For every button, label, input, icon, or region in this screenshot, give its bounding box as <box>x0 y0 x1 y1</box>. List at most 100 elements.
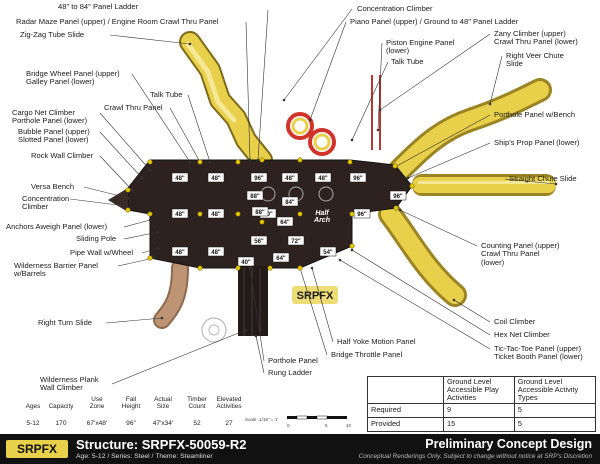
deck-tag-box <box>251 206 269 217</box>
leader-dot-porthole-bottom <box>248 266 252 270</box>
post <box>235 211 241 217</box>
stat-head: Ages <box>25 403 41 410</box>
leader-porthole-bench <box>394 114 491 168</box>
deck-tag-h15: 48" <box>207 208 225 219</box>
leader-radar-maze <box>245 21 251 161</box>
callout-wilderness-barrier: Wilderness Barrier Panel w/Barrels <box>14 261 98 279</box>
leader-talk-tube-left <box>187 94 211 163</box>
deck-tag-h8: 96" <box>349 172 367 183</box>
design-title: Preliminary Concept Design <box>425 437 592 451</box>
leader-dot-concentration-top <box>282 98 286 102</box>
callout-zigzag-slide: Zig-Zag Tube Slide <box>20 30 85 39</box>
cell-value: 5 <box>513 403 597 418</box>
post <box>259 219 265 225</box>
post <box>349 243 355 249</box>
leader-dot-cargo-net <box>148 168 152 172</box>
deck-tag-box <box>171 172 189 183</box>
cell-value: 9 <box>443 403 515 418</box>
callout-bridge-wheel: Bridge Wheel Panel (upper) Galley Panel … <box>26 69 120 87</box>
callout-pipe-wall: Pipe Wall w/Wheel <box>70 248 134 257</box>
deck-tag-h6: 48" <box>281 172 299 183</box>
leader-rung-ladder <box>255 335 265 374</box>
leader-ships-prop <box>407 142 491 179</box>
deck-height-tags: 48"48"48"48"96"48"48"96"88"84"80"88"96"9… <box>171 172 407 267</box>
leader-dot-ships-prop <box>406 176 410 180</box>
deck-tag-h3: 48" <box>171 246 189 257</box>
deck-tag-h16: 48" <box>207 172 225 183</box>
callout-porthole-bottom: Porthole Panel <box>268 356 318 365</box>
deck-tag-box <box>272 252 290 263</box>
post <box>393 205 399 211</box>
deck-tag-text: 96" <box>254 176 264 182</box>
callout-cargo-net: Cargo Net Climber Porthole Panel (lower) <box>12 108 88 126</box>
deck-tag-h12: 88" <box>251 206 269 217</box>
stat-value: 27 <box>225 420 233 427</box>
leader-right-turn-slide <box>105 317 163 324</box>
callout-rock-wall: Rock Wall Climber <box>31 151 94 160</box>
leader-concentration-top <box>283 8 353 101</box>
callout-concentration-left: Concentration Climber <box>22 194 70 212</box>
leader-piston-engine <box>377 42 383 131</box>
leader-dot-sliding-pole <box>156 230 160 234</box>
deck-tag-text: 48" <box>211 176 221 182</box>
right-turn-slide-shape <box>153 259 189 329</box>
callout-right-turn-slide: Right Turn Slide <box>38 318 93 327</box>
deck-tag-text: 88" <box>250 194 260 200</box>
callout-right-veer: Right Veer Chute Slide <box>506 51 564 69</box>
col-play-activities: Ground Level Accessible Play Activities <box>443 376 515 404</box>
deck-tag-h18: 56" <box>250 235 268 246</box>
leader-dot-piston-engine <box>376 128 380 132</box>
logo-text: SRPFX <box>17 442 57 456</box>
leader-cargo-net <box>99 112 151 171</box>
callout-coil-climber: Coil Climber <box>494 317 536 326</box>
leader-zigzag-slide <box>109 34 191 45</box>
deck-tag-box <box>314 172 332 183</box>
accessibility-table: Ground Level Accessible Play Activities … <box>367 376 597 432</box>
leader-dot-straight-chute <box>554 182 558 186</box>
leader-piano-panel <box>309 21 347 121</box>
post <box>267 265 273 271</box>
deck-tag-text: 48" <box>318 176 328 182</box>
callout-rung-ladder: Rung Ladder <box>268 368 312 377</box>
post <box>125 207 131 213</box>
leader-dot-concentration-left <box>124 204 128 208</box>
deck-tag-box <box>207 172 225 183</box>
deck-tag-text: 56" <box>254 239 264 245</box>
deck-tag-box <box>207 208 225 219</box>
post <box>147 211 153 217</box>
stat-value: 67'x48' <box>86 420 108 427</box>
deck-tag-h5: 96" <box>250 172 268 183</box>
callout-straight-chute: Straight Chute Slide <box>509 174 577 183</box>
leader-dot-zigzag-slide <box>188 42 192 46</box>
leader-counting-panel <box>399 209 478 247</box>
cell-value: 5 <box>513 417 597 432</box>
scale-ruler <box>287 415 347 420</box>
leader-bubble-panel <box>99 131 143 179</box>
post <box>297 157 303 163</box>
deck-tag-text: 40" <box>241 260 251 266</box>
leader-dot-half-yoke <box>310 266 314 270</box>
deck-tag-h9: 88" <box>246 190 264 201</box>
stat-head: Fall Height <box>121 396 141 410</box>
deck-tag-text: 96" <box>353 176 363 182</box>
deck-tag-h20: 72" <box>287 235 305 246</box>
leader-panel-ladder-48-84 <box>257 9 269 161</box>
leader-throttle <box>299 267 328 356</box>
deck-tag-h10: 84" <box>281 196 299 207</box>
deck-tag-text: 48" <box>285 176 295 182</box>
callout-talk-tube-right: Talk Tube <box>391 57 424 66</box>
deck-tag-text: 48" <box>211 212 221 218</box>
straight-chute-slide <box>412 174 556 196</box>
deck-tag-box <box>207 246 225 257</box>
leader-pipe-wall <box>141 247 159 254</box>
callout-crawl-thru: Crawl Thru Panel <box>104 103 163 112</box>
deck-tag-box <box>246 190 264 201</box>
callout-hex-net: Hex Net Climber <box>494 330 550 339</box>
leader-dot-wilderness-plank <box>244 328 248 332</box>
deck-tag-box <box>237 256 255 267</box>
post <box>235 265 241 271</box>
leader-dot-coil-climber <box>452 298 456 302</box>
deck-tag-h19: 64" <box>272 252 290 263</box>
stat-head: Actual Size <box>154 396 172 410</box>
